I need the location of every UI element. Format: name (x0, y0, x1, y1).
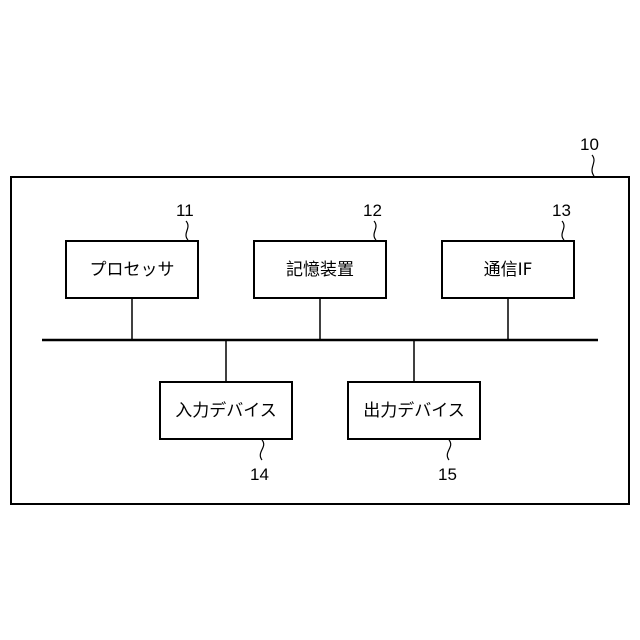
comm-if-ref-leader (562, 221, 564, 240)
processor-ref-label: 11 (176, 201, 194, 220)
storage-block: 記憶装置 (254, 241, 386, 298)
output-device-ref-label: 15 (438, 465, 457, 484)
storage-label: 記憶装置 (286, 260, 354, 280)
storage-ref-leader (374, 221, 376, 240)
input-device-block: 入力デバイス (160, 382, 292, 439)
output-device-block: 出力デバイス (348, 382, 480, 439)
output-device-label: 出力デバイス (363, 400, 465, 421)
comm-if-block: 通信IF (442, 241, 574, 298)
storage-ref-label: 12 (363, 201, 382, 220)
system-ref-label: 10 (580, 135, 599, 154)
input-device-ref-label: 14 (250, 465, 269, 484)
system-ref-leader (592, 155, 594, 176)
processor-label: プロセッサ (90, 260, 175, 280)
comm-if-label: 通信IF (484, 260, 533, 280)
processor-ref-leader (186, 221, 188, 240)
comm-if-ref-label: 13 (552, 201, 571, 220)
input-device-ref-leader (260, 440, 263, 460)
processor-block: プロセッサ (66, 241, 198, 298)
input-device-label: 入力デバイス (175, 400, 277, 421)
output-device-ref-leader (447, 440, 450, 460)
